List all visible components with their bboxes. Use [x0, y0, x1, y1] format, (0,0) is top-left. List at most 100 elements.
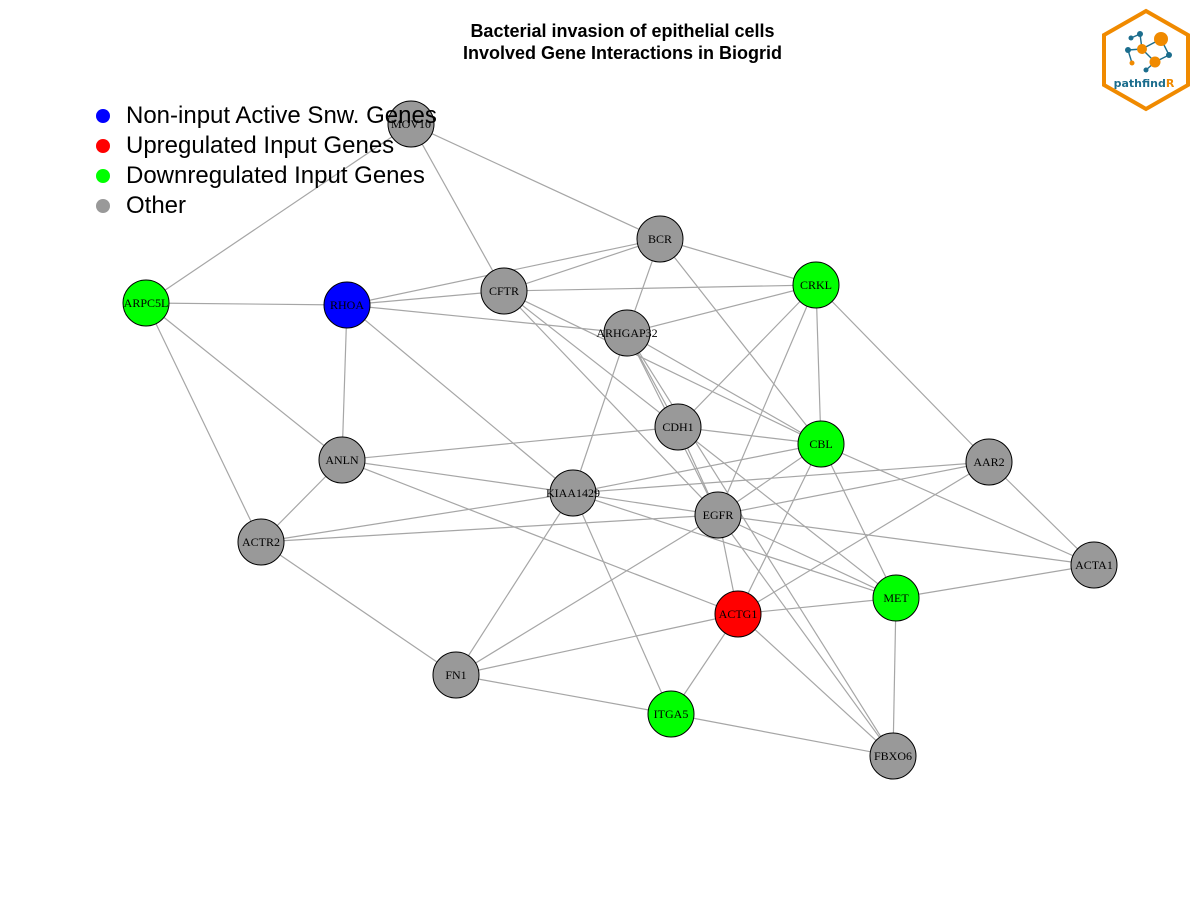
legend-label: Downregulated Input Genes	[126, 162, 425, 189]
edge-egfr-fbxo6	[717, 514, 894, 757]
edge-kiaa1429-fn1	[455, 492, 574, 676]
node-label: CBL	[809, 437, 832, 451]
edge-rhoa-kiaa1429	[346, 304, 574, 494]
node-arhgap32: ARHGAP32	[596, 309, 658, 357]
edge-fn1-itga5	[455, 674, 672, 715]
legend-dot-icon	[96, 109, 110, 123]
node-circle	[714, 590, 762, 638]
legend-label: Other	[126, 192, 187, 219]
edge-actg1-fn1	[455, 613, 739, 676]
pathfindr-logo: pathfindR	[1102, 8, 1190, 112]
edge-met-fbxo6	[892, 597, 897, 757]
node-acta1: ACTA1	[1070, 541, 1118, 589]
edge-crkl-arhgap32	[626, 284, 817, 334]
edge-rhoa-arhgap32	[346, 304, 628, 334]
node-label: CRKL	[800, 278, 832, 292]
edge-itga5-fbxo6	[670, 713, 894, 757]
node-itga5: ITGA5	[647, 690, 695, 738]
edge-mov10-bcr	[410, 123, 661, 240]
edge-bcr-cbl	[659, 238, 822, 445]
node-circle	[122, 279, 170, 327]
edge-arpc5l-anln	[145, 302, 343, 461]
node-egfr: EGFR	[694, 491, 742, 539]
edge-kiaa1429-egfr	[572, 492, 719, 516]
edge-aar2-actg1	[737, 461, 990, 615]
node-fbxo6: FBXO6	[869, 732, 917, 780]
node-circle	[792, 261, 840, 309]
node-circle	[694, 491, 742, 539]
node-kiaa1429: KIAA1429	[546, 469, 600, 517]
logo-hexagon-icon	[1102, 8, 1190, 112]
chart-title-line-2: Involved Gene Interactions in Biogrid	[462, 43, 783, 63]
edge-kiaa1429-actr2	[260, 492, 574, 543]
node-circle	[965, 438, 1013, 486]
chart-title-line-1: Bacterial invasion of epithelial cells	[470, 21, 775, 41]
chart-title: Bacterial invasion of epithelial cells I…	[0, 20, 1200, 64]
edge-actr2-fn1	[260, 541, 457, 676]
legend-dot-icon	[96, 139, 110, 153]
legend-label: Non-input Active Snw. Genes	[126, 102, 437, 129]
node-label: BCR	[648, 232, 672, 246]
edge-cftr-cdh1	[503, 290, 679, 428]
node-cftr: CFTR	[480, 267, 528, 315]
node-mov10: MOV10	[387, 100, 435, 148]
node-circle	[387, 100, 435, 148]
legend-item-non-input: Non-input Active Snw. Genes	[96, 101, 437, 131]
edge-egfr-fn1	[455, 514, 719, 676]
node-label: FBXO6	[874, 749, 912, 763]
edge-kiaa1429-itga5	[572, 492, 672, 715]
edge-mov10-arpc5l	[145, 123, 412, 304]
node-cdh1: CDH1	[654, 403, 702, 451]
edge-arpc5l-actr2	[145, 302, 262, 543]
node-rhoa: RHOA	[323, 281, 371, 329]
edge-crkl-cdh1	[677, 284, 817, 428]
edge-crkl-cftr	[503, 284, 817, 292]
edge-cbl-actg1	[737, 443, 822, 615]
node-crkl: CRKL	[792, 261, 840, 309]
node-anln: ANLN	[318, 436, 366, 484]
legend-item-downregulated: Downregulated Input Genes	[96, 161, 437, 191]
node-actg1: ACTG1	[714, 590, 762, 638]
edge-arpc5l-rhoa	[145, 302, 348, 306]
edge-actg1-fbxo6	[737, 613, 894, 757]
edge-aar2-acta1	[988, 461, 1095, 566]
edge-cbl-acta1	[820, 443, 1095, 566]
node-met: MET	[872, 574, 920, 622]
node-label: ACTR2	[242, 535, 280, 549]
node-circle	[869, 732, 917, 780]
node-label: FN1	[445, 668, 466, 682]
edge-aar2-kiaa1429	[572, 461, 990, 494]
node-label: ARHGAP32	[596, 326, 657, 340]
node-circle	[603, 309, 651, 357]
node-label: CDH1	[662, 420, 693, 434]
edge-crkl-cbl	[815, 284, 822, 445]
edge-cbl-met	[820, 443, 897, 599]
edge-cdh1-cbl	[677, 426, 822, 445]
node-cbl: CBL	[797, 420, 845, 468]
node-label: ACTG1	[719, 607, 758, 621]
node-arpc5l: ARPC5L	[122, 279, 170, 327]
legend-dot-icon	[96, 169, 110, 183]
legend-item-other: Other	[96, 191, 437, 221]
node-circle	[432, 651, 480, 699]
node-circle	[636, 215, 684, 263]
node-fn1: FN1	[432, 651, 480, 699]
node-bcr: BCR	[636, 215, 684, 263]
node-label: ARPC5L	[124, 296, 169, 310]
edge-mov10-cftr	[410, 123, 505, 292]
logo-text: pathfindR	[1114, 77, 1175, 90]
edge-crkl-aar2	[815, 284, 990, 463]
node-label: MET	[883, 591, 909, 605]
edge-anln-kiaa1429	[341, 459, 574, 494]
node-circle	[549, 469, 597, 517]
edge-cftr-cbl	[503, 290, 822, 445]
node-circle	[654, 403, 702, 451]
node-label: AAR2	[973, 455, 1004, 469]
node-circle	[237, 518, 285, 566]
node-actr2: ACTR2	[237, 518, 285, 566]
edge-bcr-cftr	[503, 238, 661, 292]
node-label: ACTA1	[1075, 558, 1113, 572]
edge-cbl-kiaa1429	[572, 443, 822, 494]
edge-arhgap32-kiaa1429	[572, 332, 628, 494]
